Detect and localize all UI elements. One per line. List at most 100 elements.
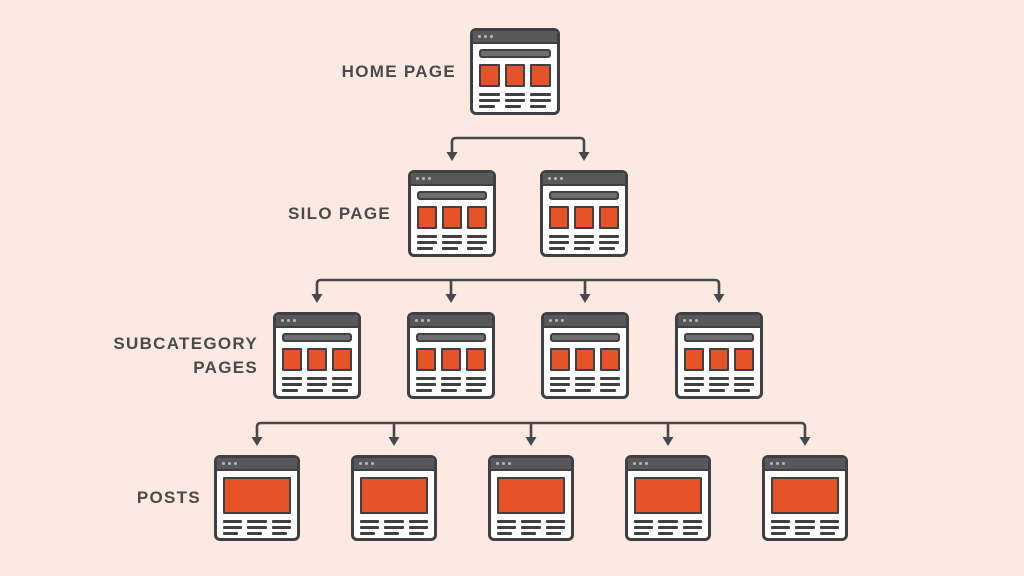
text-line <box>549 241 569 244</box>
text-line <box>795 532 811 535</box>
content-block <box>479 64 500 87</box>
text-line <box>223 526 243 529</box>
browser-titlebar <box>491 458 571 471</box>
text-line <box>634 526 654 529</box>
content-block <box>417 206 437 229</box>
text-line <box>545 532 561 535</box>
content-block <box>600 348 620 371</box>
content-block <box>332 348 352 371</box>
titlebar-dot-icon <box>422 177 425 180</box>
browser-content <box>411 186 493 254</box>
text-column <box>734 377 754 392</box>
browser-titlebar <box>217 458 297 471</box>
text-line <box>684 377 704 380</box>
navbar-block <box>417 191 487 200</box>
text-line <box>417 235 437 238</box>
titlebar-dot-icon <box>633 462 636 465</box>
content-block <box>549 206 569 229</box>
text-columns <box>417 235 487 250</box>
text-line <box>417 241 437 244</box>
hero-block <box>360 477 428 514</box>
text-column <box>466 377 486 392</box>
text-column <box>682 520 702 535</box>
text-columns <box>223 520 291 535</box>
text-line <box>282 389 298 392</box>
row-label-line: HOME PAGE <box>341 61 456 81</box>
text-line <box>360 520 380 523</box>
text-column <box>416 377 436 392</box>
text-line <box>360 526 380 529</box>
titlebar-dot-icon <box>415 319 418 322</box>
text-line <box>521 532 537 535</box>
text-line <box>819 520 839 523</box>
text-line <box>408 520 428 523</box>
browser-content <box>410 328 492 396</box>
browser-titlebar <box>411 173 493 186</box>
row-label-line: PAGES <box>193 357 258 377</box>
text-line <box>282 377 302 380</box>
titlebar-dot-icon <box>689 319 692 322</box>
text-line <box>467 235 487 238</box>
titlebar-dot-icon <box>770 462 773 465</box>
browser-titlebar <box>544 315 626 328</box>
browser-content <box>544 328 626 396</box>
browser-titlebar <box>354 458 434 471</box>
text-line <box>575 389 591 392</box>
text-line <box>634 520 654 523</box>
row-label-posts: POSTS <box>137 486 201 510</box>
content-blocks <box>282 348 352 371</box>
text-column <box>771 520 791 535</box>
text-column <box>530 93 552 108</box>
browser-page-icon <box>675 312 763 399</box>
text-line <box>332 383 352 386</box>
text-line <box>600 377 620 380</box>
titlebar-dot-icon <box>478 35 481 38</box>
text-column <box>467 235 487 250</box>
text-line <box>709 383 729 386</box>
browser-titlebar <box>543 173 625 186</box>
text-line <box>408 526 428 529</box>
text-column <box>441 377 461 392</box>
text-line <box>282 383 302 386</box>
text-line <box>684 389 700 392</box>
titlebar-dot-icon <box>365 462 368 465</box>
text-line <box>441 389 457 392</box>
text-line <box>497 532 513 535</box>
text-line <box>550 383 570 386</box>
arrowhead-icon <box>388 437 400 446</box>
text-line <box>416 383 436 386</box>
content-blocks <box>549 206 619 229</box>
text-column <box>442 235 462 250</box>
text-column <box>332 377 352 392</box>
text-column <box>684 377 704 392</box>
text-line <box>574 241 594 244</box>
content-block <box>466 348 486 371</box>
titlebar-dot-icon <box>549 319 552 322</box>
text-line <box>497 520 517 523</box>
browser-content <box>678 328 760 396</box>
content-blocks <box>417 206 487 229</box>
browser-titlebar <box>410 315 492 328</box>
text-column <box>574 235 594 250</box>
titlebar-dot-icon <box>548 177 551 180</box>
arrowhead-icon <box>713 294 725 303</box>
browser-titlebar <box>628 458 708 471</box>
text-columns <box>497 520 565 535</box>
text-column <box>600 377 620 392</box>
navbar-block <box>549 191 619 200</box>
text-line <box>271 532 287 535</box>
row-label-line: SILO PAGE <box>287 203 391 223</box>
browser-content <box>354 471 434 538</box>
text-line <box>466 389 482 392</box>
text-line <box>682 526 702 529</box>
content-block <box>734 348 754 371</box>
text-line <box>599 235 619 238</box>
titlebar-dot-icon <box>484 35 487 38</box>
text-line <box>442 241 462 244</box>
text-line <box>574 235 594 238</box>
text-line <box>530 93 552 96</box>
content-block <box>416 348 436 371</box>
titlebar-dot-icon <box>502 462 505 465</box>
text-columns <box>634 520 702 535</box>
text-line <box>658 526 678 529</box>
